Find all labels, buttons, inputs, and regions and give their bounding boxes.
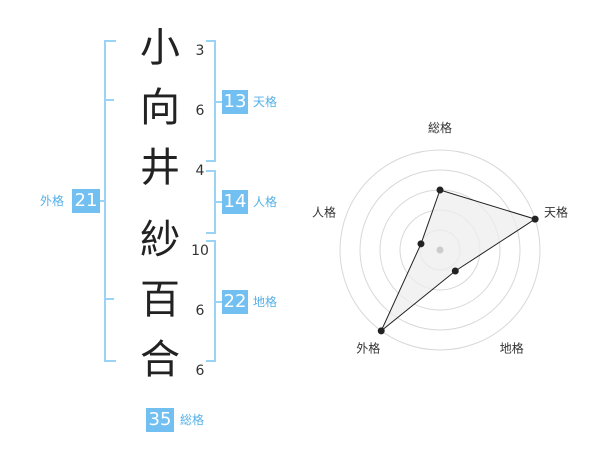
stroke-count-1: 3 xyxy=(195,43,205,59)
stroke-count-4: 10 xyxy=(191,243,209,259)
name-char-5: 百 xyxy=(140,277,180,323)
soukaku-label: 総格 xyxy=(180,413,205,427)
tenkaku-badge: 13 xyxy=(222,90,248,114)
radar-axis-label-4: 人格 xyxy=(312,204,336,219)
name-char-1: 小 xyxy=(140,25,180,71)
stroke-count-5: 6 xyxy=(195,303,205,319)
stroke-count-3: 4 xyxy=(195,163,205,179)
gaikaku-inner-tick-2 xyxy=(104,298,114,300)
radar-point-0 xyxy=(436,186,444,194)
gaikaku-bracket xyxy=(104,40,116,362)
radar-point-2 xyxy=(451,267,459,275)
radar-point-1 xyxy=(531,215,539,223)
stroke-count-6: 6 xyxy=(195,363,205,379)
stroke-count-2: 6 xyxy=(195,103,205,119)
radar-points xyxy=(377,186,539,335)
name-char-6: 合 xyxy=(140,337,180,383)
radar-grid-ring xyxy=(359,169,521,331)
radar-axis-label-3: 外格 xyxy=(356,341,380,356)
radar-point-3 xyxy=(377,327,385,335)
radar-axis-label-0: 総格 xyxy=(428,120,452,135)
tenkaku-bracket-tick xyxy=(214,101,222,103)
jinkaku-badge: 14 xyxy=(222,190,248,214)
name-char-3: 井 xyxy=(140,145,180,191)
radar-axis-label-1: 天格 xyxy=(544,204,568,219)
jinkaku-bracket-tick xyxy=(214,201,222,203)
chikaku-bracket-tick xyxy=(214,301,222,303)
soukaku-badge: 35 xyxy=(146,408,174,432)
name-char-4: 紗 xyxy=(140,217,180,263)
chikaku-badge: 22 xyxy=(222,290,248,314)
radar-area xyxy=(380,189,537,332)
tenkaku-label: 天格 xyxy=(253,95,278,109)
gaikaku-label: 外格 xyxy=(40,194,65,208)
name-char-2: 向 xyxy=(140,85,180,131)
radar-point-4 xyxy=(417,240,425,248)
chikaku-label: 地格 xyxy=(253,295,278,309)
radar-grid-ring xyxy=(339,149,541,351)
radar-center-dot xyxy=(436,246,444,254)
gaikaku-badge: 21 xyxy=(72,189,100,213)
radar-axis-label-2: 地格 xyxy=(500,341,524,356)
gaikaku-inner-tick-1 xyxy=(104,99,114,101)
jinkaku-label: 人格 xyxy=(253,195,278,209)
